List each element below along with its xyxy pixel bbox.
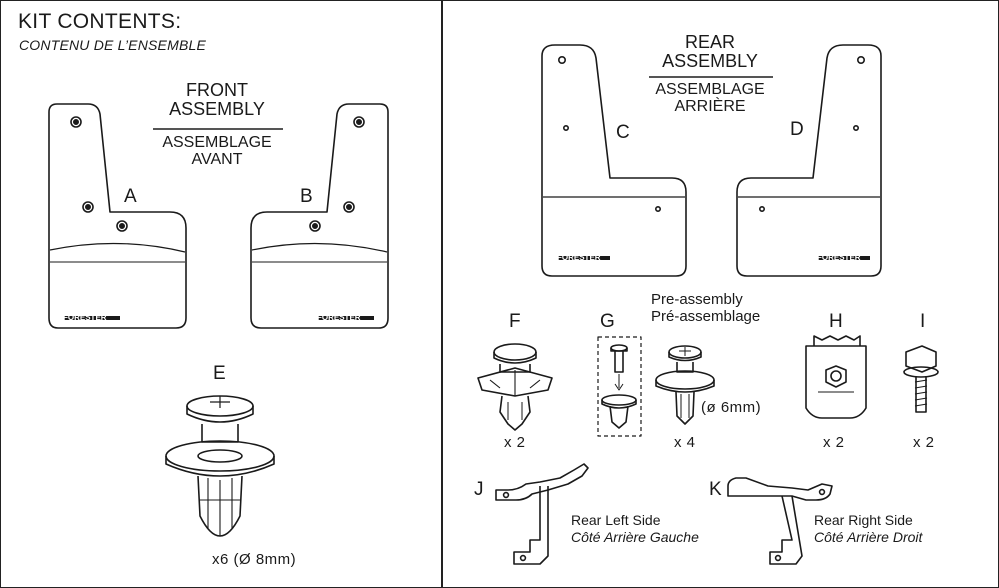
part-letter-j: J: [474, 479, 484, 500]
brand-logo-b: FORESTER: [317, 313, 361, 322]
part-letter-c: C: [616, 122, 630, 143]
part-letter-k: K: [709, 479, 722, 500]
front-title-rule: [153, 128, 283, 130]
brand-logo-d: FORESTER: [817, 253, 861, 262]
mud-flap-b-drawing: [250, 103, 389, 329]
part-letter-h: H: [829, 311, 843, 332]
part-letter-a: A: [124, 186, 137, 207]
kit-contents-subtitle: CONTENU DE L’ENSEMBLE: [19, 37, 207, 53]
size-g: (ø 6mm): [701, 399, 762, 416]
bracket-k-drawing: [727, 477, 833, 565]
mud-flap-c-drawing: [541, 44, 687, 277]
panel-divider: [441, 0, 443, 588]
rear-title-rule: [649, 76, 773, 78]
qty-f: x 2: [504, 434, 526, 451]
mud-flap-d-drawing: [736, 44, 882, 277]
part-letter-g: G: [600, 311, 615, 332]
push-rivet-e-drawing: [165, 395, 275, 537]
brand-logo-c: FORESTER: [557, 253, 601, 262]
part-letter-i: I: [920, 311, 926, 332]
kit-contents-title: KIT CONTENTS:: [18, 10, 182, 33]
bracket-j-drawing: [495, 463, 589, 565]
qty-h: x 2: [823, 434, 845, 451]
part-letter-e: E: [213, 363, 226, 384]
qty-g: x 4: [674, 434, 696, 451]
part-letter-d: D: [790, 119, 804, 140]
panel-clip-f-drawing: [477, 343, 553, 431]
brand-logo-a: FORESTER: [63, 313, 107, 322]
hex-bolt-i-drawing: [903, 345, 939, 413]
part-letter-b: B: [300, 186, 313, 207]
mud-flap-a-drawing: [48, 103, 187, 329]
j-nut-h-drawing: [805, 335, 867, 419]
qty-e: x6 (Ø 8mm): [212, 551, 297, 568]
part-letter-f: F: [509, 311, 521, 332]
qty-i: x 2: [913, 434, 935, 451]
pre-assembly-g-drawing: [597, 336, 715, 437]
